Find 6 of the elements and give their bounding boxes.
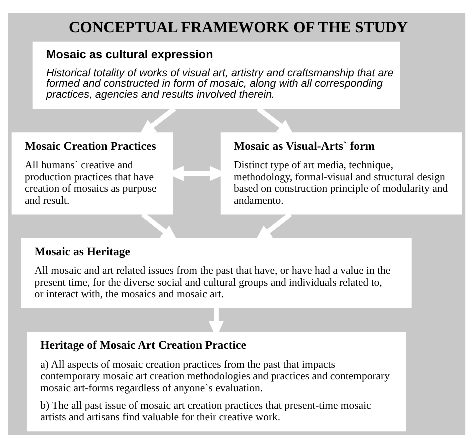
node-box: Mosaic as Heritage All mosaic and art related issues from the past that have, or have had a value in the present time, for the diverse social and cultural groups and individuals related to, or interact with, the mosaics and mosaic art. [21,238,412,308]
diagram-title: CONCEPTUAL FRAMEWORK OF THE STUDY [68,19,408,36]
node-box: Mosaic Creation Practices All humans` creative and production practices that have creation of mosaics as purpose and result. [12,132,174,215]
node-box: Mosaic as Visual-Arts` form Distinct type of art media, technique, methodology, formal-visual and structural design based on construction principle of modularity and andamento. [220,132,462,215]
node-box: Mosaic as cultural expression Historical totality of works of visual art, artistry and craftsmanship that are formed and constructed in form of mosaic, along with all corresponding practices, agencies and results involved therein. [32,42,400,110]
node-box: Heritage of Mosaic Art Creation Practice a) All aspects of mosaic creation practices from the past that impacts contemporary mosaic art creation methodologies and practices and contemporary mosaic art-forms regardless of anyone`s evaluation. b) The all past issue of mosaic art creation practices that present-time mosaic artists and artisans find valuable for their creative work. [26,332,406,432]
